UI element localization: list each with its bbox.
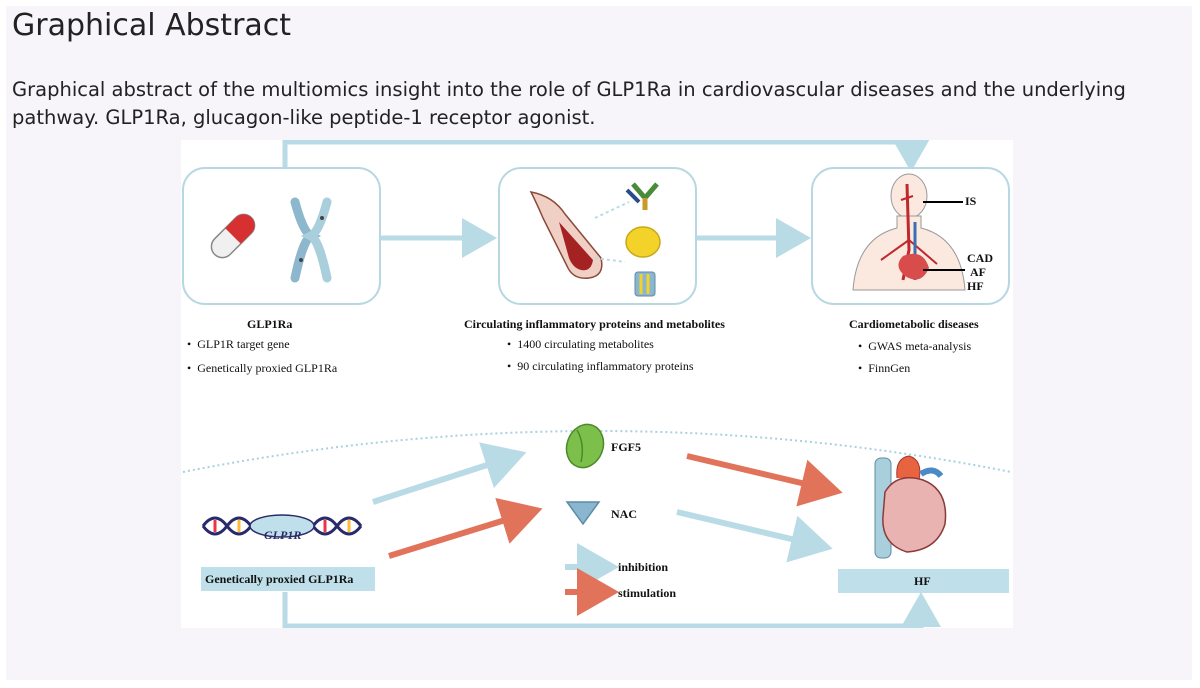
legend-stimulation-label: stimulation <box>618 586 677 600</box>
legend-inhibition-label: inhibition <box>618 560 669 574</box>
panel3-item-1: GWAS meta-analysis <box>858 339 971 354</box>
panel3-item-2: FinnGen <box>858 361 910 376</box>
label-cad: CAD <box>967 251 993 265</box>
label-hf-disease: HF <box>967 279 984 293</box>
mediator-fgf5-label: FGF5 <box>611 440 641 454</box>
source-label-box <box>201 567 375 591</box>
target-label-box <box>838 569 1009 593</box>
arrow-nac-to-hf <box>676 509 833 563</box>
panel1-heading: GLP1Ra <box>247 317 293 331</box>
page-title: Graphical Abstract <box>12 8 292 43</box>
metabolite-icon <box>625 226 661 258</box>
glp1r-gene-oval <box>249 514 315 538</box>
figure-artwork <box>182 140 1012 628</box>
arrow-glp1r-to-nac <box>388 497 543 559</box>
figure-caption: Graphical abstract of the multiomics ins… <box>12 78 1126 129</box>
antibody-icon <box>625 182 659 210</box>
panel-box-circulating <box>498 167 697 305</box>
mediator-nac-label: NAC <box>611 507 637 521</box>
label-is: IS <box>965 194 977 208</box>
label-af: AF <box>970 265 986 279</box>
panel2-item-1: 1400 circulating metabolites <box>507 337 654 352</box>
panel2-item-2: 90 circulating inflammatory proteins <box>507 359 693 374</box>
arrow-fgf5-to-hf <box>686 453 843 507</box>
panel2-heading: Circulating inflammatory proteins and me… <box>464 317 725 331</box>
dna-helix-icon <box>201 514 363 538</box>
top-connector-arrow <box>282 140 931 172</box>
graphical-abstract-figure: GLP1Ra GLP1R target gene Genetically pro… <box>181 140 1013 628</box>
human-body-icon <box>852 173 966 291</box>
panel-box-glp1ra <box>182 167 381 305</box>
panel3-heading: Cardiometabolic diseases <box>849 317 979 331</box>
chromosome-icon <box>290 197 332 283</box>
blood-vessel-icon <box>529 190 603 279</box>
panel1-item-2: Genetically proxied GLP1Ra <box>187 361 337 376</box>
panel1-item-1: GLP1R target gene <box>187 337 289 352</box>
fgf5-icon <box>565 423 605 469</box>
nac-icon <box>565 501 601 526</box>
heart-icon <box>874 455 947 559</box>
protein-icon <box>634 271 656 297</box>
bottom-connector-arrow <box>282 592 941 628</box>
pill-icon <box>210 213 256 259</box>
source-label: Genetically proxied GLP1Ra <box>205 572 354 586</box>
arrow-glp1r-to-fgf5 <box>372 442 527 505</box>
target-hf-label: HF <box>914 574 931 588</box>
glp1r-gene-label: GLP1R <box>264 528 302 542</box>
